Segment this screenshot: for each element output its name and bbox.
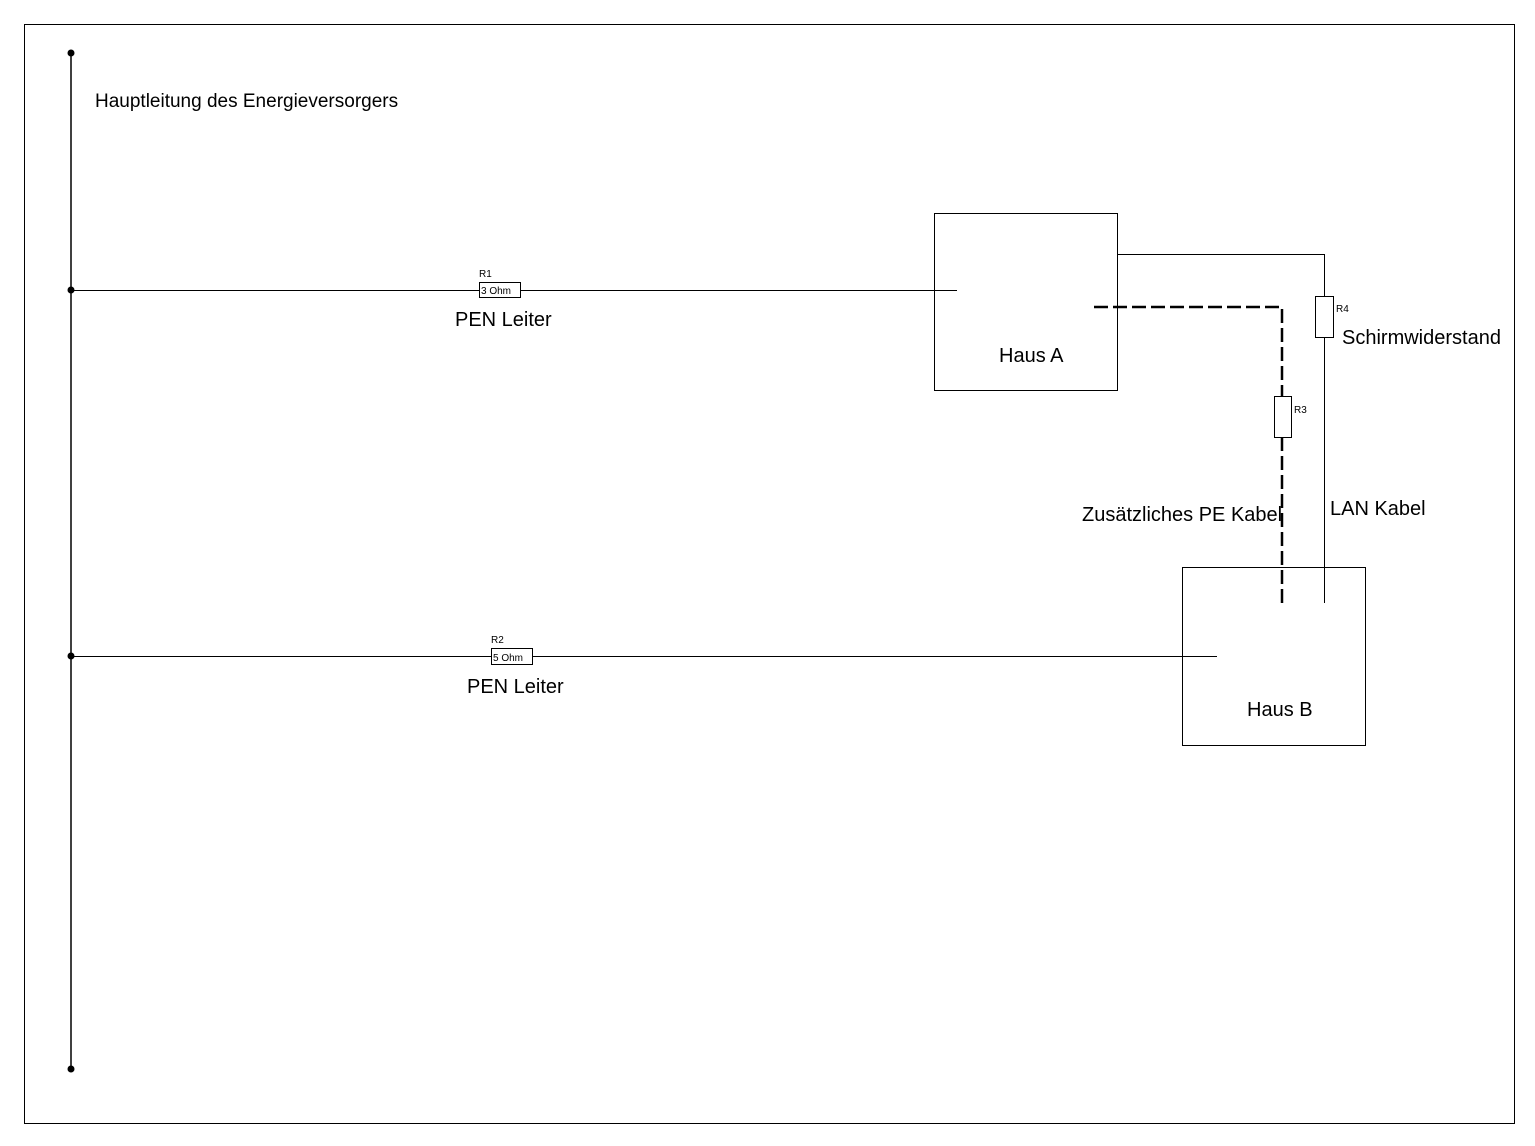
resistor-r3-id: R3 [1294, 405, 1307, 416]
shield-resistance-label: Schirmwiderstand [1342, 327, 1501, 349]
lan-cable-top [1117, 254, 1325, 296]
resistor-r4 [1315, 296, 1334, 338]
house-b-label: Haus B [1247, 699, 1313, 721]
resistor-r4-id: R4 [1336, 304, 1349, 315]
resistor-r2 [491, 648, 533, 665]
house-b-box [1182, 567, 1366, 746]
pen-label-b: PEN Leiter [467, 676, 564, 698]
resistor-r1-value: 3 Ohm [481, 286, 511, 297]
resistor-r1-id: R1 [479, 269, 492, 280]
main-line-bottom-node [67, 1065, 75, 1073]
main-line-title: Hauptleitung des Energieversorgers [95, 91, 398, 112]
drawing-frame [24, 24, 1515, 1124]
resistor-r3 [1274, 396, 1292, 438]
house-a-label: Haus A [999, 345, 1064, 367]
pe-cable-label: Zusätzliches PE Kabel [1082, 504, 1282, 526]
main-line-top-node [67, 49, 75, 57]
house-a-box [934, 213, 1118, 391]
lan-cable-label: LAN Kabel [1330, 498, 1426, 520]
resistor-r2-id: R2 [491, 635, 504, 646]
resistor-r1 [479, 282, 521, 298]
resistor-r2-value: 5 Ohm [493, 653, 523, 664]
pe-cable-top [1094, 305, 1284, 396]
pen-label-a: PEN Leiter [455, 309, 552, 331]
